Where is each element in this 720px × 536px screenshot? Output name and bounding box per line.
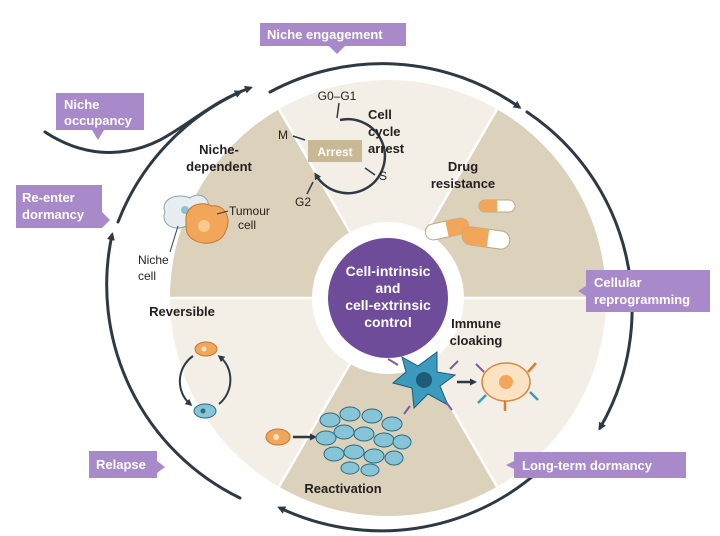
tumour-cell-cloaked-icon <box>475 362 539 411</box>
tag-cellular-reprogramming: Cellular reprogramming <box>578 270 710 312</box>
tag-relapse-text: Relapse <box>96 457 146 472</box>
niche-cell-label-2: cell <box>138 269 156 283</box>
niche-dependent-label-1: Niche- <box>199 142 239 157</box>
reversible-label: Reversible <box>149 304 215 319</box>
center-circle <box>328 238 448 358</box>
tumour-cluster-icon <box>315 406 412 477</box>
g0g1-label: G0–G1 <box>318 89 357 103</box>
immune-cloaking-label-2: cloaking <box>450 333 503 348</box>
arrest-label: Arrest <box>317 145 352 159</box>
arrow-bottom <box>277 468 542 533</box>
cell-cycle-label-3: arrest <box>368 141 405 156</box>
niche-cell-label-1: Niche <box>138 253 169 267</box>
tag-niche-occupancy-text-1: Niche <box>64 97 99 112</box>
niche-dependent-label-2: dependent <box>186 159 252 174</box>
tag-niche-engagement-text: Niche engagement <box>267 27 383 42</box>
tag-niche-occupancy: Niche occupancy <box>56 93 144 140</box>
center-text-3: cell-extrinsic <box>345 297 431 313</box>
tumour-cell-label-1: Tumour <box>229 204 270 218</box>
drug-resistance-label-2: resistance <box>431 176 495 191</box>
arrow-top-right <box>268 62 522 109</box>
tag-cellular-text-1: Cellular <box>594 275 642 290</box>
cell-cycle-label-1: Cell <box>368 107 392 122</box>
cell-cycle-label-2: cycle <box>368 124 401 139</box>
reactivation-label: Reactivation <box>304 481 381 496</box>
immune-cloaking-label-1: Immune <box>451 316 501 331</box>
tag-cellular-text-2: reprogramming <box>594 292 690 307</box>
tag-long-term-text: Long-term dormancy <box>522 458 653 473</box>
tag-niche-occupancy-text-2: occupancy <box>64 113 133 128</box>
segment-reactivation <box>279 298 497 517</box>
pill-icons <box>424 199 516 250</box>
center-text-2: and <box>376 280 401 296</box>
single-tumour-cell-icon <box>265 428 291 446</box>
s-label: S <box>379 169 387 183</box>
m-label: M <box>278 128 288 142</box>
pill-icon <box>424 217 470 241</box>
tag-re-enter-text-2: dormancy <box>22 207 85 222</box>
tag-re-enter-dormancy: Re-enter dormancy <box>16 185 110 228</box>
segment-cell-cycle-arrest <box>279 79 497 298</box>
tumour-cell-label-2: cell <box>238 218 256 232</box>
tag-niche-engagement: Niche engagement <box>260 23 406 54</box>
arrow-right <box>525 110 634 431</box>
tag-relapse: Relapse <box>89 451 165 478</box>
tag-long-term-dormancy: Long-term dormancy <box>506 452 686 478</box>
pill-icon <box>461 226 511 250</box>
arrow-niche-entry <box>43 85 253 154</box>
center-text-1: Cell-intrinsic <box>346 263 431 279</box>
outer-cycle-arrows <box>43 62 634 533</box>
pill-icon <box>478 199 516 213</box>
g2-label: G2 <box>295 195 311 209</box>
drug-resistance-label-1: Drug <box>448 159 478 174</box>
niche-cells-icon <box>163 194 229 253</box>
tag-re-enter-text-1: Re-enter <box>22 190 75 205</box>
arrow-left <box>105 232 242 500</box>
reversible-cycle-icon <box>178 341 232 419</box>
cell-cycle-icon: Arrest G0–G1 M S G2 <box>278 89 387 209</box>
immune-cell-icon <box>387 351 459 415</box>
center-text-4: control <box>364 314 411 330</box>
